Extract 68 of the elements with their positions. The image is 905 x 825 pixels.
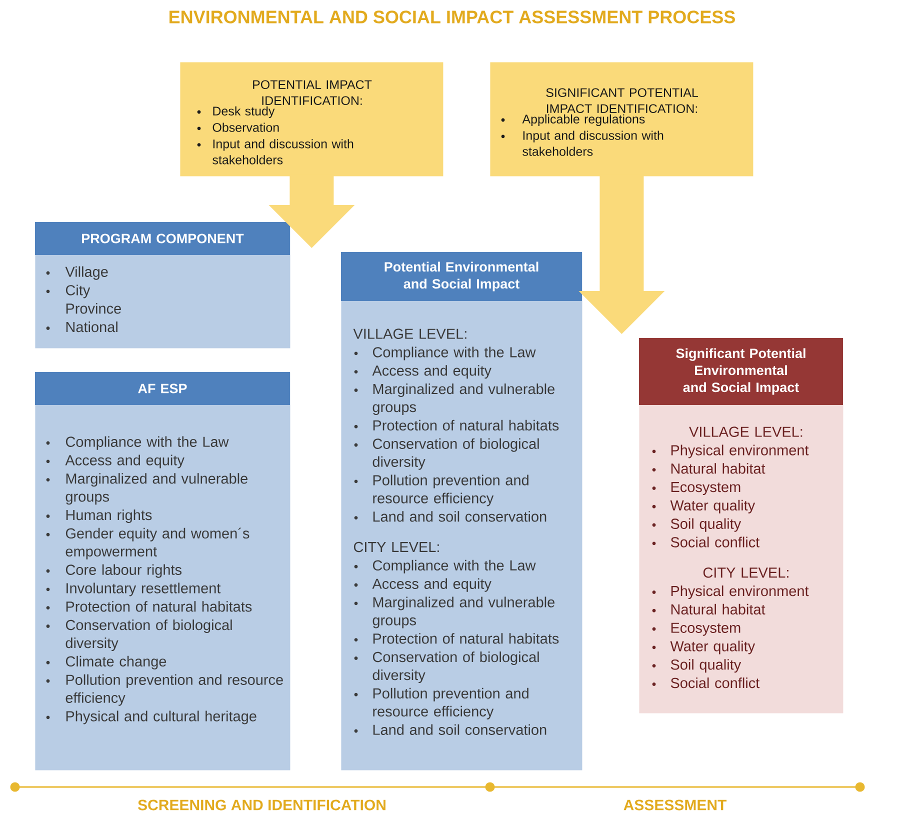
list-item: Natural habitat (671, 604, 766, 615)
list-item: Protection of natural habitats (66, 601, 252, 612)
box-heading: POTENTIAL IMPACT IDENTIFICATION: (253, 80, 372, 106)
list-item: Province (66, 303, 121, 314)
process-box (35, 372, 290, 770)
list-item: Land and soil conservation (373, 724, 546, 735)
list-item: Water quality (670, 640, 756, 654)
list-item: Marginalized and vulnerable groups (372, 384, 554, 416)
list-item: Pollution prevention and resource efficiency (373, 688, 528, 720)
box-heading: SIGNIFICANT POTENTIAL IMPACT IDENTIFICATION: (546, 88, 698, 114)
list-item: Protection of natural habitats (373, 420, 559, 431)
list-item: Land and soil conservation (373, 511, 546, 522)
list-item: Soil quality (670, 659, 742, 673)
process-box (35, 222, 290, 348)
phase-label: SCREENING AND IDENTIFICATION (138, 800, 386, 810)
list-item: Social conflict (670, 536, 760, 548)
box-heading: Potential Environmental and Social Impact (384, 262, 538, 292)
level-heading: CITY LEVEL: (354, 542, 439, 552)
list-item: Gender equity and women´s empowerment (66, 528, 250, 560)
level-heading: VILLAGE LEVEL: (689, 426, 802, 437)
block-arrow (268, 174, 355, 248)
list-item: Physical environment (671, 444, 809, 458)
level-heading: CITY LEVEL: (703, 567, 788, 578)
list-item: Conservation of biological diversity (66, 620, 232, 652)
list-item: Input and discussion with stakeholders (212, 139, 354, 164)
process-box (180, 62, 444, 176)
list-item: Involuntary resettlement (66, 582, 221, 596)
list-item: Access and equity (372, 578, 492, 592)
process-box (490, 62, 754, 176)
list-item: Village (65, 266, 108, 280)
list-item: Water quality (670, 500, 756, 514)
list-item: Access and equity (372, 365, 492, 379)
box-heading: PROGRAM COMPONENT (82, 234, 244, 244)
list-item: Marginalized and vulnerable groups (372, 596, 554, 628)
list-item: Ecosystem (671, 482, 740, 496)
list-item: Human rights (66, 510, 152, 524)
list-item: Natural habitat (671, 463, 766, 474)
list-item: Core labour rights (66, 564, 182, 578)
process-box (639, 338, 844, 714)
list-item: Compliance with the Law (372, 346, 536, 360)
list-item: Conservation of biological diversity (372, 652, 539, 684)
list-item: Conservation of biological diversity (372, 438, 539, 470)
list-item: Physical environment (671, 586, 809, 600)
list-item: City (66, 284, 90, 298)
title: ENVIRONMENTAL AND SOCIAL IMPACT ASSESSMENT PROCESS (170, 10, 735, 24)
process-box (341, 252, 582, 770)
list-item: Pollution prevention and resource efficiency (373, 474, 528, 506)
list-item: Access and equity (65, 454, 184, 468)
list-item: Protection of natural habitats (373, 633, 559, 644)
list-item: Desk study (213, 106, 275, 118)
level-heading: VILLAGE LEVEL: (353, 328, 466, 339)
box-heading: AF ESP (138, 384, 187, 394)
list-item: Physical and cultural heritage (66, 710, 256, 724)
list-item: Soil quality (670, 518, 742, 532)
list-item: Compliance with the Law (66, 436, 229, 450)
list-item: Climate change (66, 656, 166, 670)
list-item: National (66, 322, 118, 332)
list-item: Applicable regulations (522, 114, 645, 126)
list-item: Ecosystem (671, 622, 740, 636)
list-item: Pollution prevention and resource efficiency (66, 674, 283, 706)
list-item: Input and discussion with stakeholders (522, 130, 664, 156)
phase-label: ASSESSMENT (624, 800, 727, 810)
list-item: Marginalized and vulnerable groups (66, 473, 248, 505)
list-item: Compliance with the Law (372, 560, 536, 574)
list-item: Social conflict (670, 678, 760, 688)
list-item: Observation (212, 122, 279, 132)
block-arrow (578, 174, 665, 334)
box-heading: Significant Potential Environmental and Social Impact (676, 348, 806, 395)
